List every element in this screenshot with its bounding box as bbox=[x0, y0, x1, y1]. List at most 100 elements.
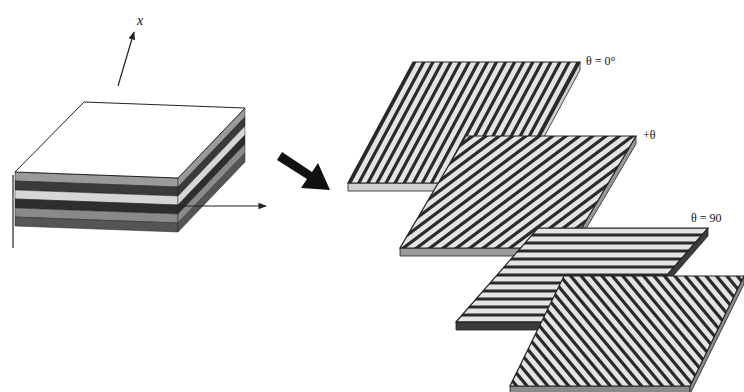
fiber bbox=[308, 99, 744, 392]
fiber bbox=[84, 0, 463, 373]
fiber bbox=[217, 152, 729, 392]
fiber bbox=[64, 0, 704, 253]
x-axis-arrow bbox=[118, 32, 134, 86]
fiber-stripes bbox=[63, 0, 744, 392]
ply bbox=[182, 35, 744, 392]
fiber bbox=[182, 209, 744, 212]
fiber bbox=[241, 10, 744, 392]
fiber bbox=[217, 0, 744, 392]
fiber bbox=[265, 42, 744, 392]
fiber bbox=[182, 249, 744, 252]
fiber bbox=[169, 0, 744, 392]
fiber bbox=[297, 85, 744, 392]
fiber bbox=[246, 16, 744, 392]
fiber bbox=[291, 90, 744, 392]
explode-arrow bbox=[277, 152, 330, 190]
fiber bbox=[299, 86, 744, 392]
fiber bbox=[182, 257, 744, 260]
fiber bbox=[199, 167, 711, 392]
fiber bbox=[223, 147, 735, 392]
fiber bbox=[323, 118, 744, 392]
ply bbox=[187, 0, 744, 392]
fiber bbox=[365, 29, 744, 392]
fiber bbox=[203, 0, 744, 392]
fiber bbox=[68, 0, 708, 259]
fiber bbox=[205, 162, 717, 392]
fiber bbox=[266, 111, 744, 392]
fiber bbox=[182, 161, 744, 164]
fiber bbox=[284, 67, 744, 392]
fiber bbox=[334, 54, 744, 392]
fiber bbox=[182, 81, 744, 84]
fiber bbox=[251, 22, 744, 392]
fiber bbox=[63, 0, 442, 361]
fiber bbox=[242, 131, 744, 392]
fiber-stripes bbox=[182, 35, 744, 392]
ply-outline bbox=[510, 276, 744, 386]
fiber bbox=[182, 185, 744, 188]
ply-angle-label: +θ bbox=[642, 129, 657, 141]
block-top-face bbox=[15, 102, 245, 178]
fiber bbox=[211, 157, 723, 392]
fiber bbox=[182, 65, 744, 68]
ply-band bbox=[15, 217, 178, 232]
fiber bbox=[182, 121, 744, 124]
fiber bbox=[260, 116, 744, 392]
fiber bbox=[230, 142, 742, 392]
fiber bbox=[91, 0, 470, 376]
fiber bbox=[309, 75, 744, 392]
fiber bbox=[222, 0, 744, 392]
fiber bbox=[383, 13, 744, 392]
fiber bbox=[182, 73, 744, 76]
ply-angle-label: θ = 90 bbox=[690, 212, 723, 224]
fiber bbox=[193, 172, 705, 392]
fiber bbox=[332, 131, 744, 392]
fiber bbox=[289, 74, 744, 392]
fiber bbox=[182, 233, 744, 236]
fiber bbox=[182, 241, 744, 244]
fiber bbox=[445, 0, 744, 392]
fiber bbox=[182, 129, 744, 132]
fiber bbox=[77, 0, 456, 369]
ply-edge bbox=[510, 386, 690, 392]
fiber bbox=[208, 0, 744, 392]
fiber bbox=[187, 177, 699, 392]
z-axis-line bbox=[12, 175, 13, 248]
fiber bbox=[256, 29, 744, 392]
fiber bbox=[182, 193, 744, 196]
fiber bbox=[488, 0, 744, 392]
fiber bbox=[182, 137, 744, 140]
fiber bbox=[414, 0, 744, 392]
fiber bbox=[182, 169, 744, 172]
fiber bbox=[316, 70, 744, 392]
fiber bbox=[182, 145, 744, 148]
fiber bbox=[182, 33, 744, 36]
fiber bbox=[182, 217, 744, 220]
fiber bbox=[182, 49, 744, 52]
fiber bbox=[99, 0, 478, 380]
fiber bbox=[232, 0, 744, 392]
fiber bbox=[212, 0, 744, 392]
fiber bbox=[273, 106, 744, 392]
fiber bbox=[182, 57, 744, 60]
exploded-plies bbox=[54, 0, 744, 392]
fiber bbox=[439, 0, 744, 392]
fiber bbox=[352, 39, 744, 392]
fiber bbox=[227, 0, 744, 392]
fiber bbox=[279, 101, 744, 392]
fiber bbox=[182, 41, 744, 44]
fiber bbox=[420, 0, 744, 392]
fiber bbox=[482, 0, 744, 392]
fiber bbox=[236, 3, 744, 392]
fiber bbox=[236, 136, 744, 392]
fiber bbox=[182, 177, 744, 180]
fiber bbox=[396, 3, 744, 392]
fiber bbox=[260, 35, 744, 392]
axis-label: x bbox=[136, 14, 144, 28]
fiber bbox=[59, 0, 699, 246]
fiber bbox=[275, 54, 744, 392]
fiber bbox=[373, 0, 744, 392]
fiber bbox=[328, 60, 744, 392]
fiber bbox=[182, 97, 744, 100]
